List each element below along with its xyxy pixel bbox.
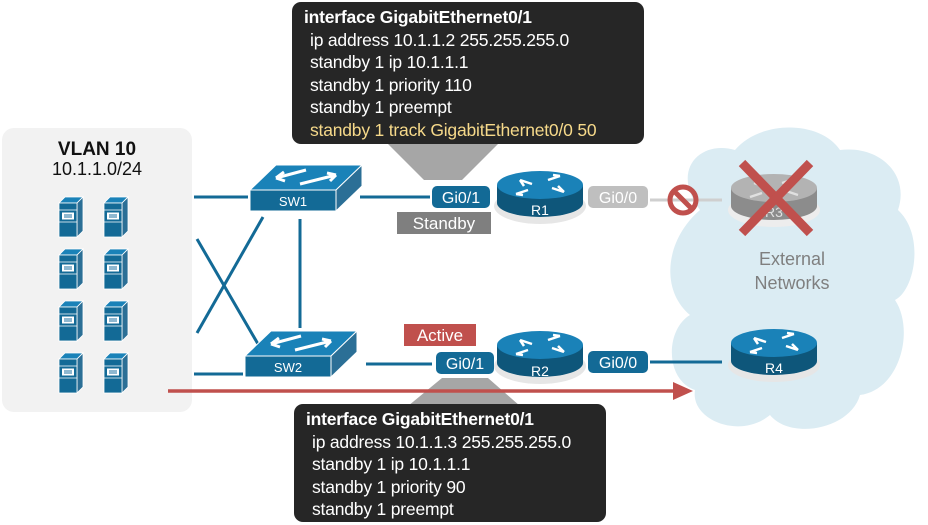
r1-label: R1 [531, 202, 549, 218]
r2-config-line: standby 1 preempt [312, 499, 454, 519]
switch-sw2[interactable]: SW2 [243, 329, 359, 379]
r2-config-box: interface GigabitEthernet0/1 ip address … [294, 404, 606, 522]
svg-text:Standby: Standby [413, 214, 476, 233]
server-icon [58, 196, 84, 238]
router-icon [494, 171, 586, 224]
r1-config-line: standby 1 preempt [310, 97, 452, 117]
arrow-right-icon [673, 382, 693, 400]
server-icon [103, 196, 129, 238]
server-icon [103, 300, 129, 342]
svg-text:Gi0/0: Gi0/0 [599, 355, 637, 372]
router-icon [494, 331, 586, 384]
sw1-label: SW1 [279, 194, 307, 209]
r4-label: R4 [765, 360, 783, 376]
router-r2[interactable]: R2 [494, 331, 586, 384]
server-icon [58, 300, 84, 342]
r2-label: R2 [531, 363, 549, 379]
r2-gi0-0-badge[interactable]: Gi0/0 [588, 351, 648, 373]
server-icon [58, 248, 84, 290]
active-status-badge: Active [404, 324, 476, 346]
svg-text:Gi0/1: Gi0/1 [442, 190, 480, 207]
r2-gi0-1-badge[interactable]: Gi0/1 [436, 352, 494, 374]
switch-icon [248, 163, 364, 213]
standby-status-badge: Standby [397, 212, 491, 234]
router-r1[interactable]: R1 [494, 171, 586, 224]
vlan-10-area [2, 128, 192, 412]
r2-config-line: standby 1 priority 90 [312, 476, 466, 497]
svg-text:Gi0/0: Gi0/0 [599, 190, 637, 207]
r1-config-line: standby 1 priority 110 [310, 74, 472, 95]
link-cross-2 [195, 216, 265, 334]
switch-icon [243, 329, 359, 379]
router-r4[interactable]: R4 [728, 329, 820, 382]
r1-config-header: interface GigabitEthernet0/1 [304, 7, 532, 27]
prohibited-icon [667, 184, 699, 216]
server-icon [103, 248, 129, 290]
r2-config-line: ip address 10.1.1.3 255.255.255.0 [312, 431, 572, 452]
link-cross-1 [195, 238, 260, 345]
server-icon [58, 352, 84, 394]
sw2-label: SW2 [274, 360, 302, 375]
r1-gi0-1-badge[interactable]: Gi0/1 [432, 186, 490, 208]
router-r3[interactable]: R3 [728, 159, 820, 237]
r1-config-track-line: standby 1 track GigabitEthernet0/0 50 [310, 119, 597, 140]
r1-config-box: interface GigabitEthernet0/1 ip address … [292, 2, 644, 144]
x-mark-icon [738, 159, 814, 237]
r1-config-callout [386, 142, 500, 180]
r1-config-line: ip address 10.1.1.2 255.255.255.0 [310, 29, 570, 50]
r2-config-line: standby 1 ip 10.1.1.1 [312, 454, 471, 474]
cloud-label-line2: Networks [754, 273, 829, 293]
server-icon [103, 352, 129, 394]
switch-sw1[interactable]: SW1 [248, 163, 364, 213]
vlan-title: VLAN 10 [58, 139, 136, 160]
r2-config-header: interface GigabitEthernet0/1 [306, 409, 534, 429]
traffic-path-arrow [168, 382, 693, 400]
svg-text:Gi0/1: Gi0/1 [446, 356, 484, 373]
links [194, 195, 722, 376]
r1-gi0-0-badge[interactable]: Gi0/0 [588, 186, 648, 208]
r1-config-line: standby 1 ip 10.1.1.1 [310, 52, 469, 72]
router-icon [728, 329, 820, 382]
cloud-label-line1: External [759, 249, 825, 269]
svg-text:Active: Active [417, 326, 463, 345]
vlan-subnet: 10.1.1.0/24 [52, 159, 142, 179]
